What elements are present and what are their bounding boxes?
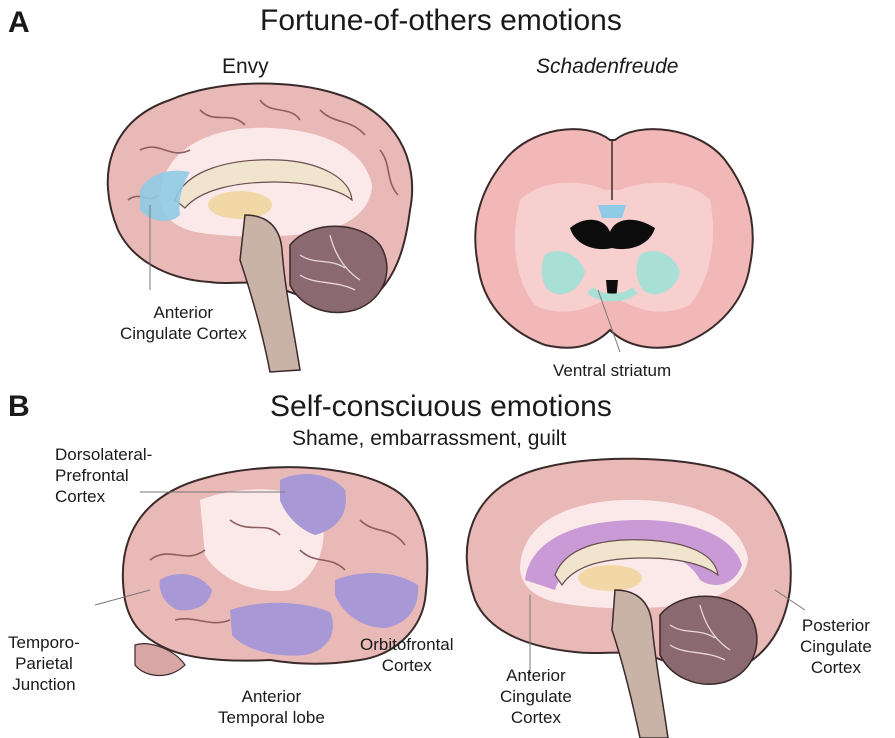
pcc-label-2: Cingulate <box>800 636 872 657</box>
pcc-label: Posterior Cingulate Cortex <box>800 615 872 678</box>
pcc-label-1: Posterior <box>800 615 872 636</box>
shame-thalamus <box>578 565 642 591</box>
pcc-label-3: Cortex <box>800 657 872 678</box>
shame-acc-label-2: Cingulate <box>500 686 572 707</box>
shame-acc-label-1: Anterior <box>500 665 572 686</box>
shame-cerebellum <box>660 596 757 684</box>
shame-acc-label: Anterior Cingulate Cortex <box>500 665 572 728</box>
shame-acc-label-3: Cortex <box>500 707 572 728</box>
